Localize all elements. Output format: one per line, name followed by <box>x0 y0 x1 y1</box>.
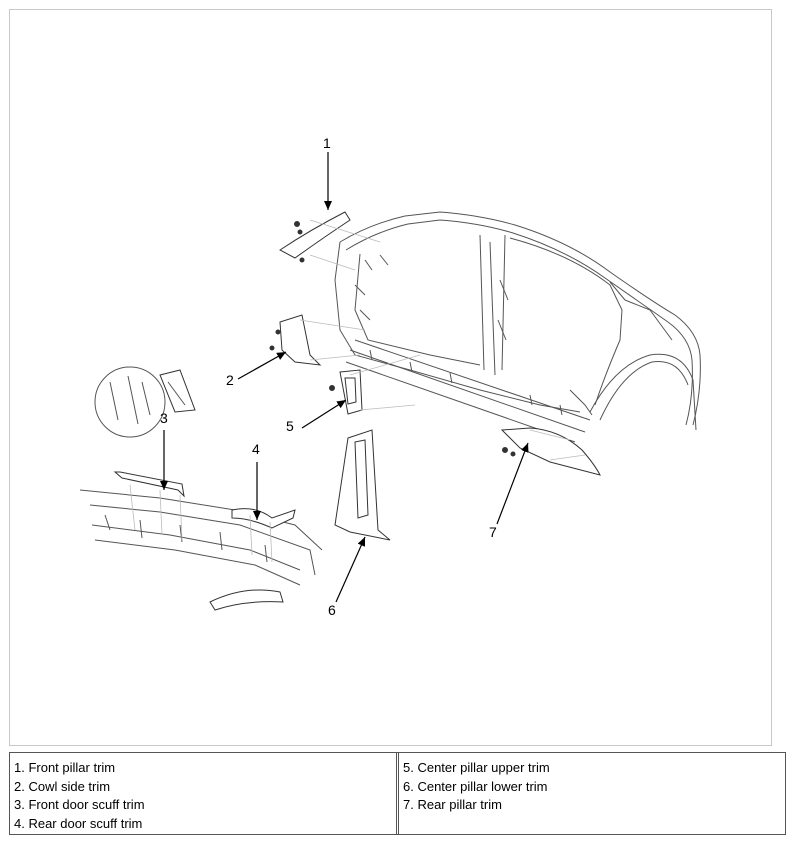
callout-1: 1 <box>323 135 331 151</box>
legend-column-right: 5. Center pillar upper trim 6. Center pi… <box>396 753 785 834</box>
center-pillar-lower-trim-part <box>334 429 391 541</box>
callout-2: 2 <box>226 372 234 388</box>
cowl-side-trim-part <box>269 314 322 366</box>
legend-item: 3. Front door scuff trim <box>14 797 145 812</box>
legend-item: 1. Front pillar trim <box>14 760 116 775</box>
alignment-lines <box>129 219 586 563</box>
front-door-scuff-trim-part <box>113 471 185 498</box>
legend-item: 5. Center pillar upper trim <box>403 760 550 775</box>
legend-item: 6. Center pillar lower trim <box>403 778 548 794</box>
callout-arrows <box>160 152 529 603</box>
callout-6: 6 <box>328 602 336 618</box>
legend-item: 2. Cowl side trim <box>14 778 111 794</box>
legend-item: 7. Rear pillar trim <box>403 797 502 812</box>
rear-pillar-trim-part <box>500 427 601 476</box>
callout-7: 7 <box>489 524 497 540</box>
front-pillar-trim-part <box>279 211 351 263</box>
rear-door-scuff-trim-part <box>209 508 296 611</box>
callout-4: 4 <box>252 441 260 457</box>
side-sill-outline <box>79 489 323 586</box>
parts-legend-table: 1. Front pillar trim 2. Cowl side trim 3… <box>9 752 786 835</box>
legend-item: 4. Rear door scuff trim <box>14 815 143 831</box>
detail-magnifier <box>94 366 196 438</box>
callout-5: 5 <box>286 418 294 434</box>
exploded-view-figure: 1 2 3 4 5 6 7 <box>9 9 772 746</box>
trim-exploded-diagram: 1 2 3 4 5 6 7 <box>79 135 701 618</box>
vehicle-body-outline <box>334 211 701 443</box>
legend-column-left: 1. Front pillar trim 2. Cowl side trim 3… <box>10 753 396 834</box>
callout-3: 3 <box>160 410 168 426</box>
